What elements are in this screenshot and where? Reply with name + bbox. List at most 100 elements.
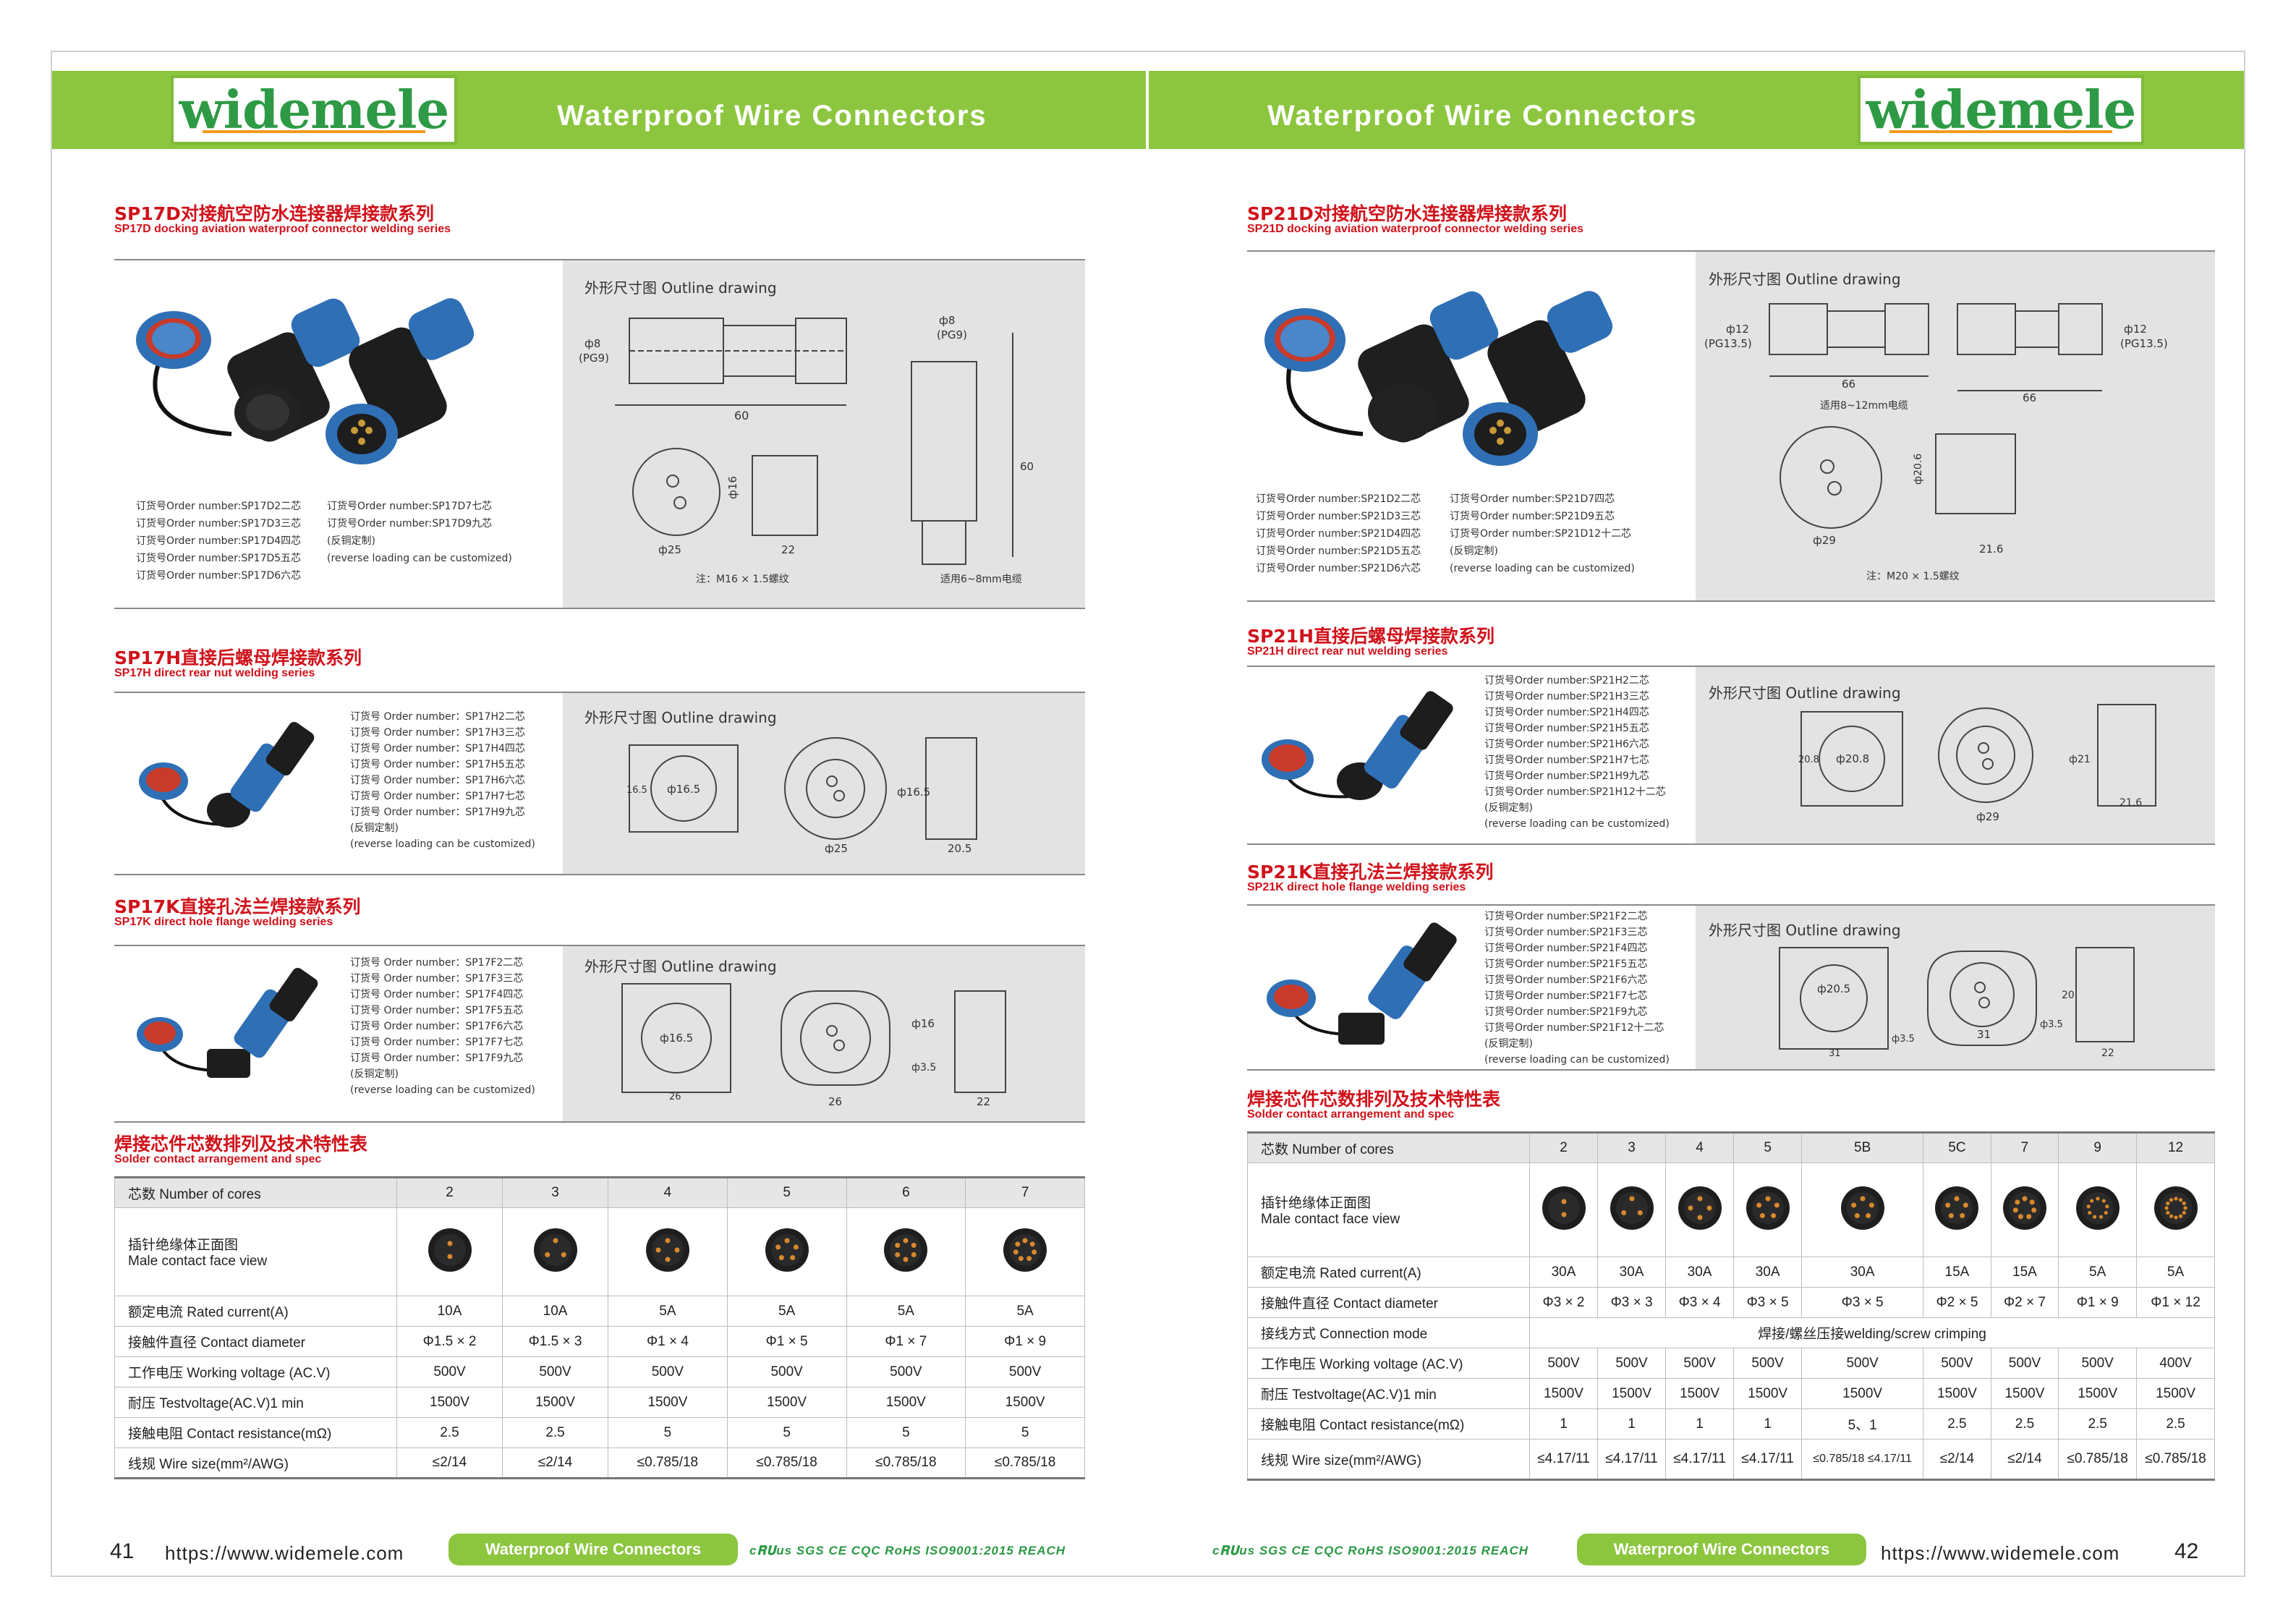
order-item: 订货号Order number:SP21H2二芯 (1484, 675, 1649, 686)
label-wire: 线规 Wire size(mm²/AWG) (1247, 1439, 1530, 1480)
cell: 1500V (1733, 1378, 1803, 1409)
cell: Φ1.5 × 3 (502, 1326, 609, 1357)
contact-pin (2029, 1199, 2035, 1204)
label-wire: 线规 Wire size(mm²/AWG) (114, 1447, 397, 1479)
label-test-voltage: 耐压 Testvoltage(AC.V)1 min (114, 1387, 397, 1418)
cell: 30A (1597, 1257, 1667, 1288)
cell: 500V (2058, 1348, 2138, 1379)
sp21d-title-en: SP21D docking aviation waterproof connec… (1247, 223, 1583, 235)
contact-pin (2169, 1214, 2173, 1218)
order-item: (reverse loading can be customized) (350, 838, 535, 850)
order-item: 订货号Order number:SP17D4四芯 (136, 535, 302, 547)
order-item: 订货号Order number:SP21H6六芯 (1484, 739, 1649, 750)
cell: 5 (726, 1177, 847, 1208)
order-item: 订货号Order number:SP21F2二芯 (1484, 911, 1648, 922)
cell: 500V (1597, 1348, 1667, 1379)
right-spec-title-en: Solder contact arrangement and spec (1247, 1108, 1455, 1121)
cell: 500V (1923, 1348, 1991, 1379)
order-item: (reverse loading can be customized) (350, 1084, 535, 1096)
connector-face-icon (1528, 1162, 1599, 1257)
cell: 5A (608, 1296, 728, 1327)
svg-text:ф25: ф25 (825, 842, 848, 854)
footer-url-left[interactable]: https://www.widemele.com (165, 1542, 404, 1564)
header-divider (1147, 80, 1149, 145)
sp21h-outline-label: 外形尺寸图 Outline drawing (1709, 684, 1901, 702)
connector-face-icon (1801, 1162, 1924, 1257)
contact-pin (903, 1238, 909, 1243)
order-item: 订货号Order number:SP21F6六芯 (1484, 974, 1648, 986)
cell: Φ1 × 7 (846, 1326, 966, 1357)
order-item: 订货号Order number:SP21H3三芯 (1484, 691, 1649, 702)
order-item: 订货号 Order number：SP17F5五芯 (350, 1005, 524, 1016)
sp17h-panel (114, 692, 1085, 875)
cell: 1 (1597, 1408, 1667, 1440)
footer-pill-right: Waterproof Wire Connectors (1577, 1534, 1866, 1565)
connector-face-svg (1542, 1186, 1586, 1230)
sp17h-title-en: SP17H direct rear nut welding series (114, 667, 315, 679)
svg-text:26: 26 (669, 1092, 681, 1102)
contact-pin (1759, 1212, 1765, 1218)
connector-face-icon (1733, 1162, 1803, 1257)
svg-text:ф16.5: ф16.5 (667, 783, 700, 796)
cell: 2.5 (1923, 1408, 1991, 1440)
connector-face-icon (846, 1207, 966, 1296)
cell: 5 (726, 1417, 847, 1448)
sp21h-panel (1247, 666, 2215, 845)
contact-pin (1637, 1210, 1643, 1215)
cell: 1500V (396, 1387, 503, 1418)
header-title-left: Waterproof Wire Connectors (557, 100, 987, 132)
contact-pin (2104, 1210, 2108, 1215)
cell: 5B (1801, 1132, 1924, 1163)
svg-text:ф16.5: ф16.5 (897, 786, 930, 799)
cell: 500V (396, 1356, 503, 1387)
contact-pin (1697, 1215, 1703, 1220)
cell: 7 (965, 1177, 1085, 1208)
contact-pin (1029, 1241, 1035, 1246)
cert-logos-right: c𝐑𝐔us SGS CE CQC RoHS ISO9001:2015 REACH (1212, 1544, 1529, 1557)
cell: 500V (846, 1356, 966, 1387)
svg-text:ф20.6: ф20.6 (1913, 454, 1924, 485)
order-item: 订货号 Order number：SP17H3三芯 (350, 727, 525, 739)
cell: ≤2/14 (1923, 1439, 1991, 1480)
cell: ≤2/14 (396, 1447, 503, 1479)
contact-pin (1688, 1205, 1693, 1210)
cell: 5A (726, 1296, 847, 1327)
contact-pin (1022, 1238, 1028, 1243)
svg-text:22: 22 (2101, 1047, 2114, 1059)
cell: 2 (1528, 1132, 1599, 1163)
order-item: 订货号Order number:SP21D12十二芯 (1450, 528, 1632, 540)
label-resistance: 接触电阻 Contact resistance(mΩ) (1247, 1408, 1530, 1440)
svg-text:ф12: ф12 (2124, 323, 2147, 336)
order-item: 订货号Order number:SP21D6六芯 (1256, 563, 1421, 574)
order-item: 订货号Order number:SP21D5五芯 (1256, 545, 1421, 557)
sp17d-title-cn: SP17D对接航空防水连接器焊接款系列 (114, 203, 434, 224)
order-item: (反铜定制) (327, 535, 375, 547)
sp17h-outline-drawing: ф16.5 16.5 ф25 ф16.5 20.5 (622, 723, 1056, 855)
sp17h-outline-label: 外形尺寸图 Outline drawing (584, 709, 777, 726)
connector-insert (1683, 1191, 1716, 1224)
label-cores: 芯数 Number of cores (114, 1177, 397, 1208)
cell: Φ1 × 9 (965, 1326, 1085, 1357)
cell: 6 (846, 1177, 966, 1208)
contact-pin (1561, 1199, 1567, 1204)
cell: 30A (1733, 1257, 1803, 1288)
svg-text:(PG9): (PG9) (937, 328, 967, 341)
svg-text:ф21: ф21 (2069, 754, 2091, 765)
contact-pin (1949, 1212, 1955, 1218)
label-test-voltage: 耐压 Testvoltage(AC.V)1 min (1247, 1378, 1530, 1409)
contact-pin (1854, 1212, 1860, 1218)
cell: ≤4.17/11 (1597, 1439, 1667, 1480)
sp21h-product-photo (1251, 687, 1468, 817)
svg-text:(PG9): (PG9) (579, 352, 609, 365)
cell: 500V (1733, 1348, 1803, 1379)
order-item: 订货号Order number:SP21H12十二芯 (1484, 786, 1666, 798)
svg-text:31: 31 (1977, 1028, 1991, 1041)
svg-text:ф16: ф16 (911, 1017, 935, 1030)
cell: ≤0.785/18 ≤4.17/11 (1801, 1439, 1924, 1480)
connector-face-icon (396, 1207, 503, 1296)
footer-url-right[interactable]: https://www.widemele.com (1881, 1542, 2120, 1564)
cell: 500V (1801, 1348, 1924, 1379)
contact-pin (2164, 1205, 2169, 1210)
